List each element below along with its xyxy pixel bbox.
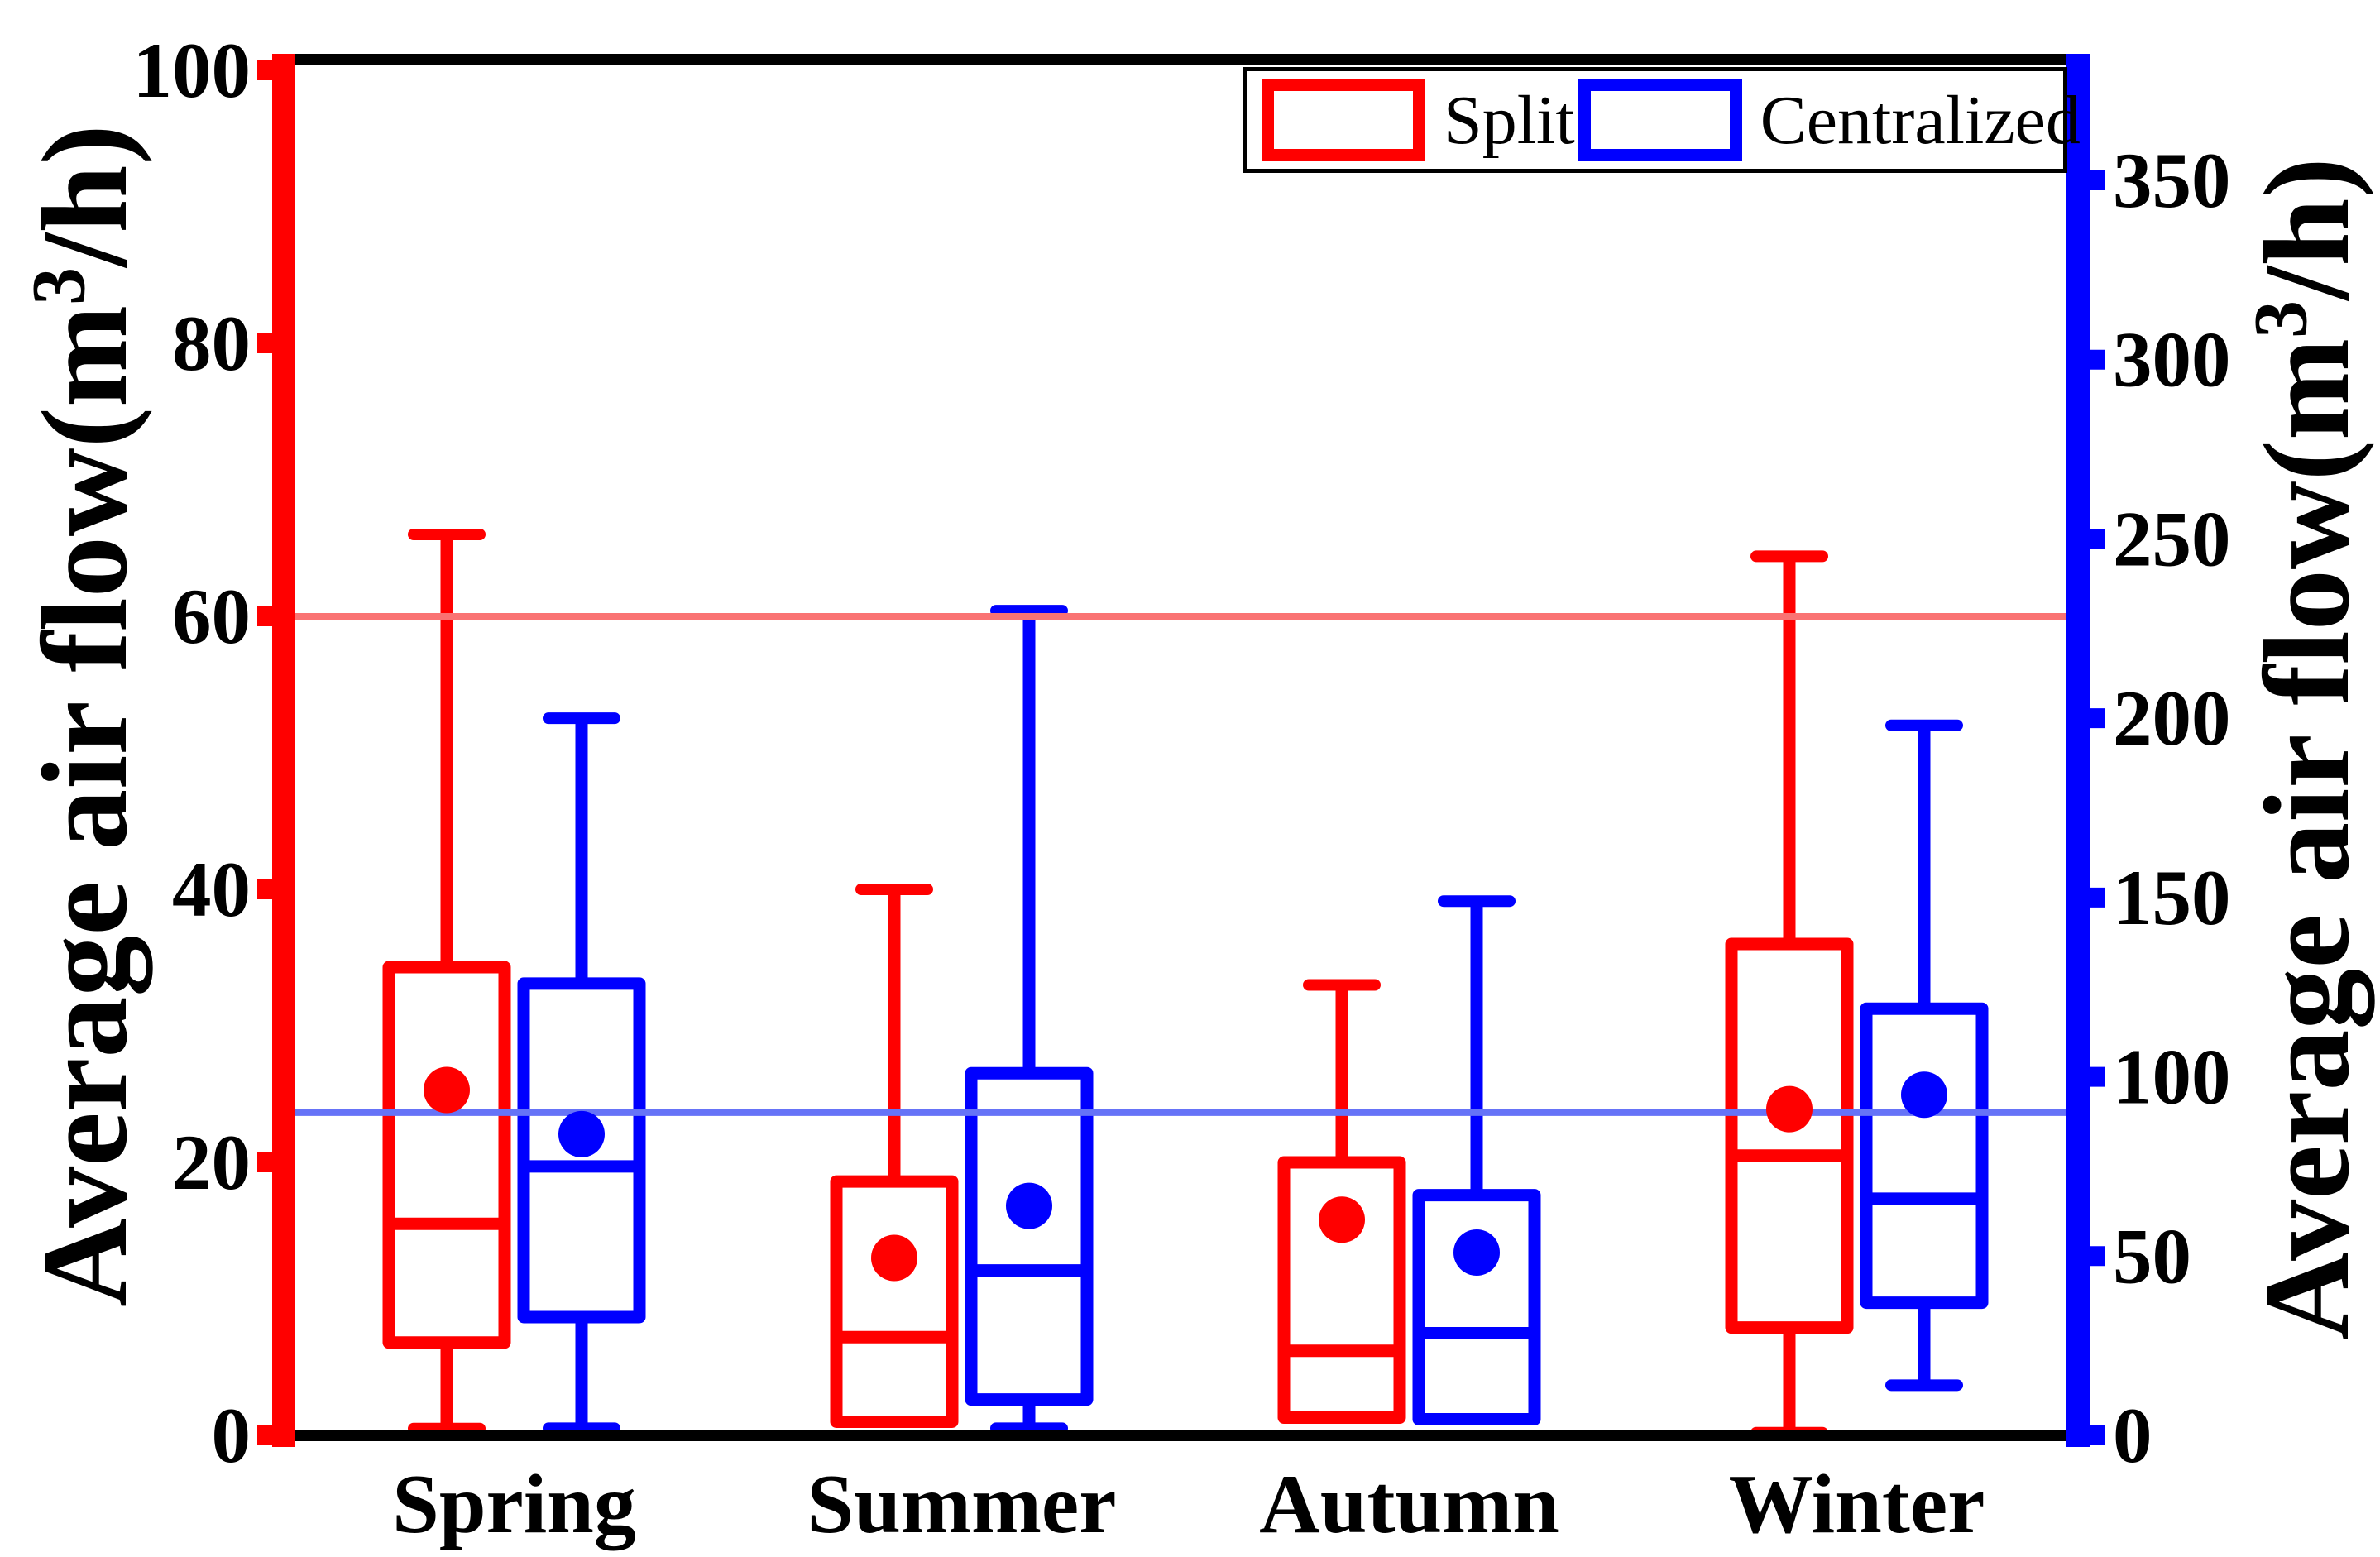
legend-item-centralized: Centralized [1575, 71, 2081, 169]
left-axis-title-suffix: /h) [17, 124, 153, 267]
x-axis-label-summer: Summer [807, 1458, 1117, 1551]
left-axis-tick-label-60: 60 [172, 572, 251, 660]
right-axis-tick-label-100: 100 [2113, 1033, 2231, 1121]
split-winter-box [1725, 937, 1854, 1334]
right-axis-tick-label-150: 150 [2113, 854, 2231, 941]
split-winter-mean-dot [1766, 1085, 1813, 1133]
left-axis-tick-label-80: 80 [172, 299, 251, 387]
split-summer-mean-dot [871, 1234, 917, 1282]
centralized-autumn-box [1412, 1189, 1541, 1425]
centralized-swatch-icon [1578, 79, 1742, 161]
legend-item-split: Split [1247, 71, 1575, 169]
left-axis-title: Average air flow(m3/h) [17, 124, 153, 1307]
left-axis-title-text: Average air flow(m [17, 304, 153, 1307]
right-axis-title-suffix: /h) [2239, 157, 2375, 300]
centralized-spring-mean-dot [558, 1110, 605, 1157]
split-spring-mean-dot [424, 1066, 470, 1114]
x-axis-label-winter: Winter [1729, 1458, 1985, 1551]
right-axis-tick-label-50: 50 [2113, 1212, 2191, 1300]
split-swatch-icon [1262, 79, 1425, 161]
legend: Split Centralized [1243, 67, 2081, 173]
right-axis-title-text: Average air flow(m [2239, 338, 2375, 1340]
centralized-summer-box [965, 1066, 1094, 1406]
split-autumn-mean-dot [1319, 1196, 1365, 1243]
centralized-summer-mean-dot [1006, 1182, 1052, 1229]
legend-label-split: Split [1444, 81, 1575, 159]
right-axis-tick-label-250: 250 [2113, 495, 2231, 582]
x-axis-label-spring: Spring [392, 1458, 636, 1551]
left-axis-tick-label-0: 0 [212, 1392, 251, 1479]
legend-label-centralized: Centralized [1760, 81, 2081, 159]
left-axis-title-sup: 3 [16, 266, 101, 305]
left-axis-tick-label-100: 100 [133, 26, 251, 114]
centralized-spring-box [517, 977, 646, 1324]
right-axis-tick-label-300: 300 [2113, 316, 2231, 404]
right-axis-tick-label-0: 0 [2113, 1392, 2153, 1479]
right-axis-tick-label-350: 350 [2113, 137, 2231, 224]
right-axis-title-sup: 3 [2238, 299, 2323, 338]
centralized-winter-box [1860, 1002, 1989, 1310]
right-axis-tick-label-200: 200 [2113, 674, 2231, 762]
x-axis-label-autumn: Autumn [1259, 1458, 1559, 1551]
right-axis-title: Average air flow(m3/h) [2239, 157, 2375, 1340]
left-axis-tick-label-40: 40 [172, 846, 251, 933]
centralized-winter-mean-dot [1901, 1071, 1947, 1119]
split-summer-box [830, 1175, 959, 1428]
left-axis-tick-label-20: 20 [172, 1119, 251, 1206]
split-spring-box [382, 961, 511, 1349]
centralized-autumn-mean-dot [1453, 1229, 1500, 1276]
